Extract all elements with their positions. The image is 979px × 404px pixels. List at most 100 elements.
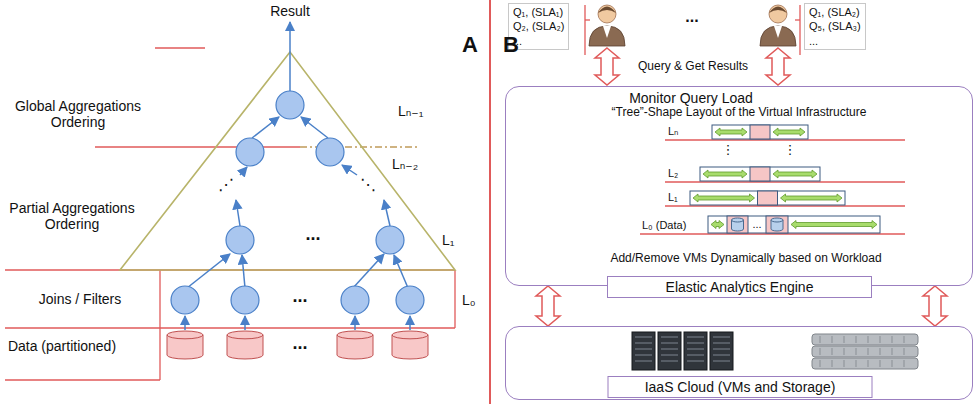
label: Result (270, 3, 310, 19)
query-arrow (595, 48, 619, 85)
label: Lₙ₋₂ (392, 156, 418, 172)
label: L₁ (442, 232, 455, 248)
bracket (799, 5, 800, 55)
layer-box (690, 191, 845, 205)
disk-slot (892, 360, 893, 367)
bidirectional-arrow (791, 221, 877, 229)
label: ... (292, 333, 307, 354)
label: ... (685, 8, 698, 26)
disk-slot (904, 348, 905, 355)
storage-unit (812, 358, 918, 369)
node-text: Q₁, (SLA₁) (513, 5, 564, 19)
bidirectional-arrow (773, 170, 817, 178)
disk-slot (880, 360, 881, 367)
panel-b (585, 5, 918, 370)
label: Global Aggregations Ordering (3, 98, 153, 130)
storage-cylinder-top (227, 331, 263, 339)
disk-slot (844, 360, 845, 367)
node-text: ... (513, 34, 564, 48)
layer-line (640, 233, 905, 234)
disk-slot (892, 336, 893, 343)
panel-divider (489, 0, 491, 404)
user-body (589, 26, 625, 46)
data-flow-arrow (240, 167, 247, 175)
server-vent (713, 343, 730, 344)
data-flow-arrow (289, 22, 291, 91)
node-text: Q₅, (SLA₃) (809, 19, 861, 33)
divider-line (95, 146, 300, 147)
label: B (503, 32, 519, 57)
vm-cell (727, 216, 748, 233)
user-head (769, 5, 787, 23)
storage-cylinder-top (732, 218, 744, 222)
cloud-frame: IaaS Cloud (VMs and Storage) (505, 326, 973, 400)
label: Partial Aggregations Ordering (2, 200, 142, 232)
disk-slot (856, 360, 857, 367)
bracket (795, 19, 800, 20)
divider-line (454, 270, 455, 328)
label: ⋮ (784, 143, 797, 158)
engine-frame: Monitor Query Load“Tree”-Shape Layout of… (505, 86, 973, 286)
bidirectional-arrow (773, 128, 805, 136)
data-flow-arrow (252, 117, 279, 138)
label: ... (305, 224, 320, 245)
operator-node (171, 286, 199, 314)
label: ⋮ (722, 143, 735, 158)
storage-unit (812, 346, 918, 357)
server-vent (661, 349, 678, 350)
disk-slot (832, 336, 833, 343)
disk-slot (844, 348, 845, 355)
bidirectional-arrow (715, 128, 747, 136)
operator-node (276, 91, 304, 119)
disk-slot (820, 360, 821, 367)
label: L₀ (Data) (642, 219, 686, 232)
bidirectional-arrow (703, 170, 747, 178)
blade-server (632, 332, 655, 370)
bidirectional-arrow (711, 221, 724, 229)
node-text: Monitor Query Load (629, 90, 753, 106)
server-vent (661, 337, 678, 338)
operator-node (341, 286, 369, 314)
server-vent (635, 343, 652, 344)
disk-slot (904, 336, 905, 343)
label: Lₙ (668, 125, 679, 138)
disk-slot (868, 360, 869, 367)
node-text: ... (809, 34, 861, 48)
label: Query & Get Results (638, 60, 748, 74)
bracket (585, 19, 590, 20)
engine-box: Elastic Analytics Engine (607, 276, 872, 298)
layer-box (712, 125, 808, 139)
node-text: Add/Remove VMs Dynamically based on Work… (610, 251, 881, 265)
server-vent (687, 349, 704, 350)
data-flow-arrow (184, 316, 186, 330)
bidirectional-arrow (781, 194, 843, 202)
operator-node (236, 138, 264, 166)
divider-line (159, 270, 160, 380)
operator-node (396, 286, 424, 314)
node-text: Q₂, (SLA₂) (513, 19, 564, 33)
storage-cylinder-top (167, 331, 203, 339)
bidirectional-arrow (693, 194, 755, 202)
data-flow-arrow (409, 316, 411, 330)
blade-server (684, 332, 707, 370)
divider-line (155, 47, 205, 48)
server-vent (713, 349, 730, 350)
label: ⋱ (360, 176, 376, 194)
data-flow-arrow (342, 165, 357, 175)
server-vent (661, 343, 678, 344)
server-vent (687, 355, 704, 356)
storage-cylinder-top (337, 331, 373, 339)
data-flow-arrow (242, 255, 245, 288)
server-vent (713, 337, 730, 338)
disk-slot (832, 348, 833, 355)
label: Lₙ₋₁ (398, 103, 423, 119)
disk-slot (868, 336, 869, 343)
scaling-arrow (536, 286, 560, 326)
operator-node (226, 226, 254, 254)
user-collar (774, 26, 782, 38)
label: ... (292, 286, 307, 307)
label: ⋰ (218, 176, 234, 194)
divider-line (5, 327, 455, 328)
